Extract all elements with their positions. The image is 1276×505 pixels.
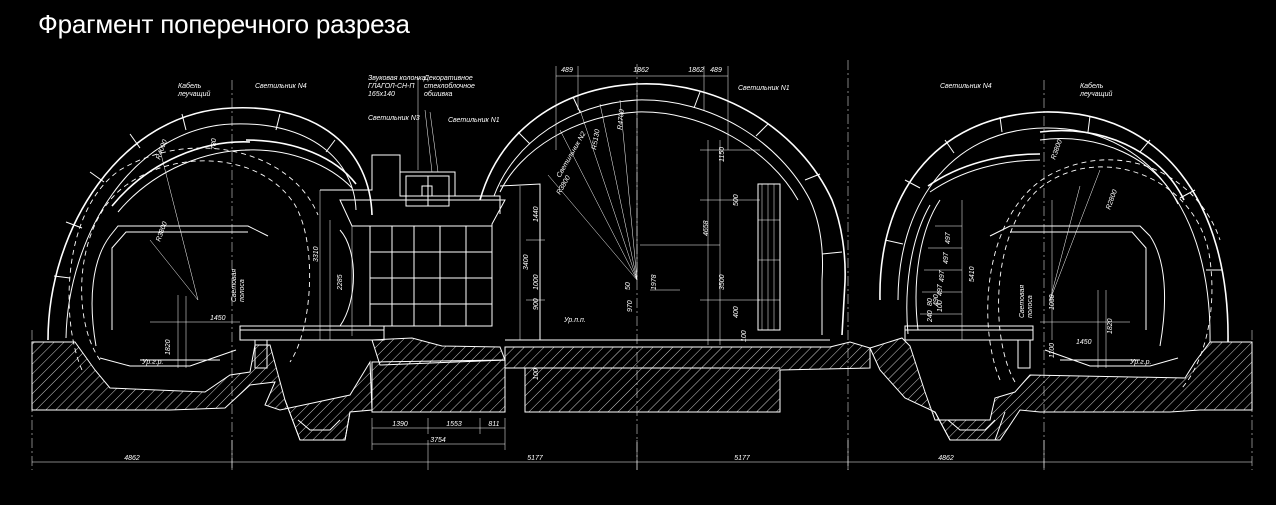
dimension-label: 1390 [392, 421, 408, 428]
dimension-label: R4700 [617, 109, 626, 130]
dimension-label: 5177 [734, 455, 751, 462]
dimension-label: 5177 [527, 455, 544, 462]
dimension-label: 1862 [688, 67, 704, 74]
dimension-label: 1000 [533, 274, 540, 290]
bottom-dimensions [31, 60, 1253, 470]
dimension-label: 490 [933, 294, 940, 306]
dimension-label: R2800 [1105, 189, 1119, 211]
dimension-label: 1450 [210, 315, 226, 322]
dimension-label: 900 [533, 298, 540, 310]
dimension-label: 3500 [719, 274, 726, 290]
foundation-hatching [31, 337, 1253, 441]
dimension-label: 100 [741, 330, 748, 342]
dimension-label: 780 [211, 138, 218, 150]
dimension-label: 50 [625, 282, 632, 290]
dimension-label: 497 [939, 269, 946, 282]
left-tunnel [47, 107, 385, 441]
right-tunnel [879, 111, 1229, 441]
central-vault [479, 64, 846, 470]
dimension-label: R3800 [1050, 139, 1064, 161]
dimension-label: 497 [945, 231, 952, 244]
dimension-label: 1150 [719, 147, 726, 162]
dimension-label: R5130 [591, 129, 601, 151]
lamp-n4-left-label: Светильник N4 [255, 83, 307, 90]
lamp-n1-left-label: Светильник N1 [448, 117, 500, 124]
dimension-label: 1862 [633, 67, 649, 74]
dimension-label: 2285 [337, 274, 344, 291]
dimension-label: 80 [927, 298, 934, 306]
level-mid-label: Ур.п.п. [563, 317, 586, 324]
dimension-label: 1978 [651, 274, 658, 290]
dimension-label: 3310 [313, 246, 320, 262]
light-strip-left-label: Световаяполоса [231, 269, 246, 302]
light-strip-right-label: Световаяполоса [1019, 285, 1034, 318]
dimension-label: 240 [927, 310, 934, 323]
dimension-label: 1100 [1049, 343, 1056, 358]
dimension-label: 4862 [124, 455, 140, 462]
level-right-label: Ур.г.р. [1129, 359, 1152, 366]
dimension-label: 100 [937, 300, 944, 312]
page-title: Фрагмент поперечного разреза [38, 9, 410, 39]
lamp-n1-right-label: Светильник N1 [738, 85, 790, 92]
dimension-label: 1820 [165, 339, 172, 355]
lamp-n3-label: Светильник N3 [368, 115, 420, 122]
dimension-label: 497 [943, 251, 950, 264]
dimension-label: 5410 [969, 266, 976, 282]
dimension-label: 500 [733, 194, 740, 206]
dimension-label: 4658 [703, 220, 710, 236]
dimension-label: 1440 [533, 206, 540, 222]
dimension-label: 489 [710, 67, 722, 74]
dimension-label: 3754 [430, 437, 446, 444]
lamp-n2-label: Светильник N2 [556, 131, 588, 179]
level-left-label: Ур.г.р. [141, 359, 164, 366]
dimension-label: 1450 [1076, 339, 1092, 346]
dimension-label: 400 [733, 306, 740, 318]
dimension-label: 1050 [1049, 294, 1056, 310]
dimension-label: 3400 [523, 254, 530, 270]
dimension-label: 811 [488, 421, 499, 428]
dimension-label: 100 [533, 368, 540, 380]
lamp-n4-right-label: Светильник N4 [940, 83, 992, 90]
dimension-label: 489 [561, 67, 573, 74]
dimension-label: 497 [937, 283, 944, 296]
dimension-label: 1820 [1107, 318, 1114, 334]
speaker-structure [319, 78, 506, 340]
dimension-label: 1553 [446, 421, 462, 428]
dimension-label: 4862 [938, 455, 954, 462]
dimension-label: 970 [627, 300, 634, 312]
